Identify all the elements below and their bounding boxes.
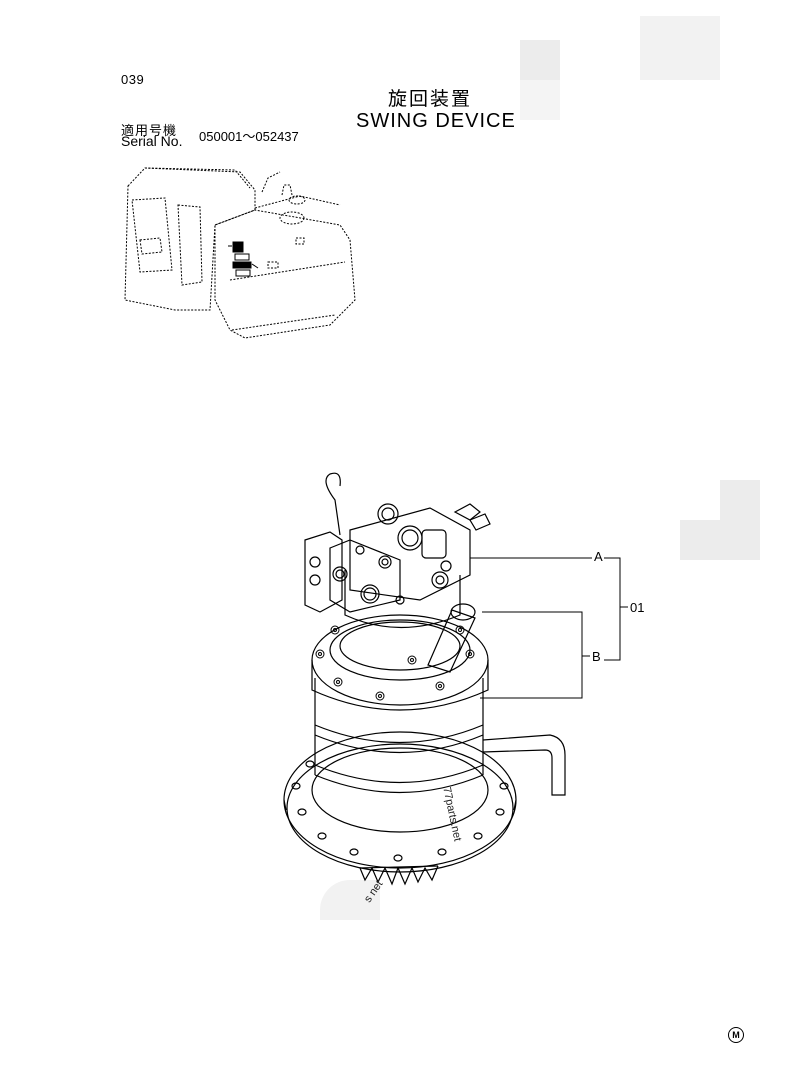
watermark-block [320, 880, 380, 920]
page-title-jp: 旋回装置 [388, 88, 473, 110]
page-number: 039 [121, 72, 145, 87]
watermark-text: 77parts.net [440, 786, 464, 843]
watermark-block [640, 16, 720, 80]
serial-range: 050001～052437 [199, 129, 299, 144]
serial-label-jp: 適用号機 [121, 124, 178, 139]
callout-b: B [592, 649, 601, 664]
watermark-block [680, 520, 720, 560]
manufacturer-mark: M [728, 1027, 744, 1043]
serial-label: Serial No. [121, 133, 183, 149]
watermark-block [520, 80, 560, 120]
callout-item-01: 01 [630, 600, 645, 615]
watermark-block [520, 40, 560, 80]
page-title: SWING DEVICE [356, 110, 516, 132]
watermark-block [720, 480, 760, 560]
callout-a: A [594, 549, 603, 564]
